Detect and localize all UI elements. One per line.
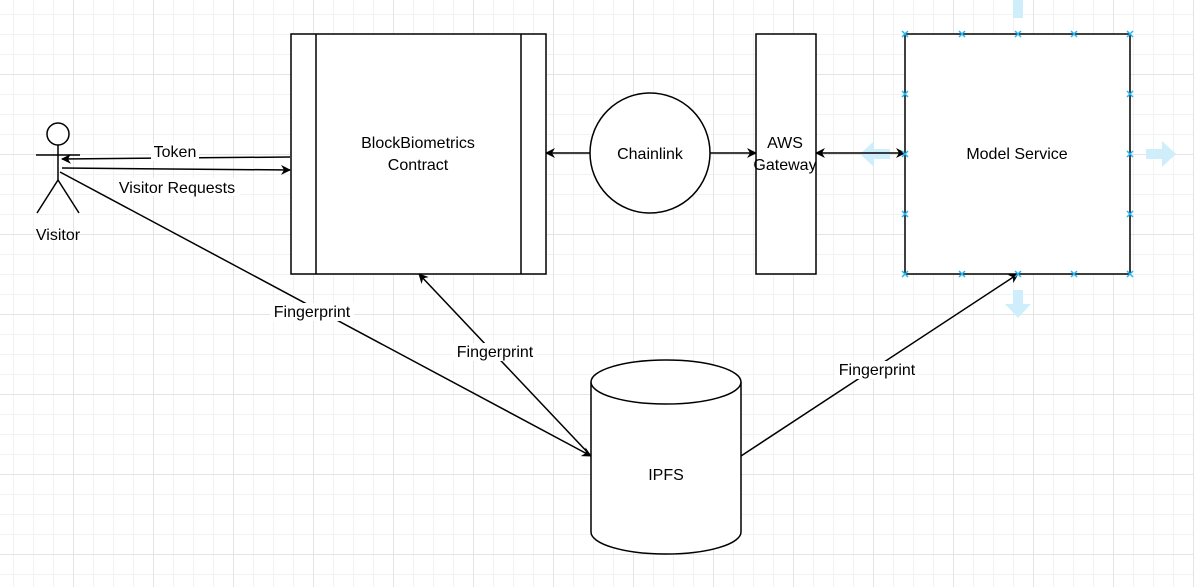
resize-handle-icon[interactable] bbox=[1126, 150, 1134, 158]
resize-handle-icon[interactable] bbox=[958, 30, 966, 38]
model-service-label: Model Service bbox=[966, 146, 1067, 163]
resize-handle-icon[interactable] bbox=[901, 150, 909, 158]
edge-label-visitor-requests: Visitor Requests bbox=[119, 180, 235, 197]
selection-handles[interactable] bbox=[901, 30, 1134, 278]
resize-handle-icon[interactable] bbox=[958, 270, 966, 278]
contract-label-line2: Contract bbox=[388, 157, 449, 174]
resize-handle-icon[interactable] bbox=[901, 90, 909, 98]
edge-label-fingerprint-2-group: Fingerprint bbox=[453, 343, 537, 361]
resize-handle-icon[interactable] bbox=[901, 30, 909, 38]
edge-label-token: Token bbox=[154, 144, 197, 161]
chainlink-node[interactable] bbox=[589, 92, 711, 214]
resize-handle-icon[interactable] bbox=[1014, 270, 1022, 278]
visitor-label: Visitor bbox=[36, 227, 81, 244]
hover-arrow-up-icon[interactable] bbox=[1013, 0, 1023, 18]
actor-head bbox=[46, 122, 70, 146]
aws-gateway-label-line1: AWS bbox=[767, 135, 803, 152]
resize-handle-icon[interactable] bbox=[1126, 210, 1134, 218]
resize-handle-icon[interactable] bbox=[1070, 270, 1078, 278]
resize-handle-icon[interactable] bbox=[1126, 30, 1134, 38]
edge-label-fingerprint-ipfs-model: Fingerprint bbox=[839, 362, 916, 379]
chainlink-label: Chainlink bbox=[617, 146, 684, 163]
edge-label-fingerprint-visitor-ipfs: Fingerprint bbox=[274, 304, 351, 321]
contract-node[interactable] bbox=[290, 33, 547, 275]
resize-handle-icon[interactable] bbox=[901, 210, 909, 218]
resize-handle-icon[interactable] bbox=[901, 270, 909, 278]
hover-arrow-left-icon[interactable] bbox=[860, 141, 890, 167]
contract-label-line1: BlockBiometrics bbox=[361, 135, 475, 152]
ipfs-label: IPFS bbox=[648, 467, 684, 484]
hover-arrow-down-icon[interactable] bbox=[1005, 290, 1031, 318]
edge-label-fingerprint-3-group: Fingerprint bbox=[835, 361, 919, 379]
resize-handle-icon[interactable] bbox=[1070, 30, 1078, 38]
ipfs-node[interactable] bbox=[590, 359, 742, 555]
aws-gateway-node[interactable] bbox=[755, 33, 817, 275]
visitor-actor[interactable] bbox=[36, 122, 80, 214]
resize-handle-icon[interactable] bbox=[1126, 270, 1134, 278]
edge-label-visitor-requests-group: Visitor Requests bbox=[114, 178, 240, 197]
hover-arrow-right-icon[interactable] bbox=[1146, 141, 1176, 167]
edge-label-fingerprint-1-group: Fingerprint bbox=[270, 303, 354, 321]
edge-label-fingerprint-ipfs-contract: Fingerprint bbox=[457, 344, 534, 361]
edge-visitor-requests[interactable] bbox=[61, 164, 291, 175]
resize-handle-icon[interactable] bbox=[1014, 30, 1022, 38]
resize-handle-icon[interactable] bbox=[1126, 90, 1134, 98]
edge-label-token-group: Token bbox=[151, 143, 199, 161]
aws-gateway-label-line2: Gateway bbox=[753, 157, 816, 174]
edge-fingerprint-ipfs-contract[interactable] bbox=[418, 273, 592, 457]
